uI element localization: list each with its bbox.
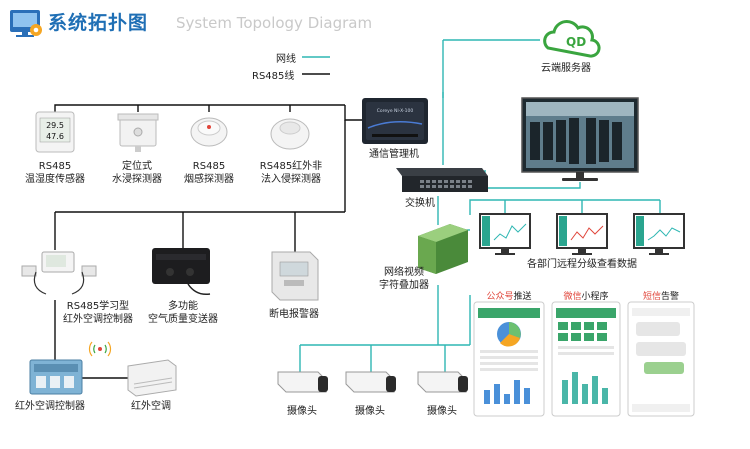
- camera-3-label: 摄像头: [427, 406, 457, 417]
- comm-manager-device-text: Coreye NI-X-100: [377, 108, 414, 114]
- ir-intrusion-detector: [270, 118, 310, 150]
- legend-network-label: 网线: [276, 54, 296, 65]
- water-leak-label: 定位式 水浸探测器: [104, 160, 170, 186]
- wireless-signal-icon: [88, 341, 112, 357]
- page-title: 系统拓扑图: [48, 12, 149, 34]
- network-switch-device: [396, 168, 488, 192]
- ac-learner-line1: RS485学习型: [66, 301, 130, 312]
- smoke-detector-line1: RS485: [192, 161, 226, 172]
- smoke-detector: [190, 117, 228, 147]
- water-leak-line1: 定位式: [122, 161, 152, 172]
- cloud-server-label: 云端服务器: [541, 63, 591, 74]
- ac-learner-line2: 红外空调控制器: [63, 314, 133, 325]
- rs485-lines: [54, 104, 365, 379]
- legend-rs485-label: RS485线: [252, 71, 295, 82]
- power-failure-alarm: [271, 251, 319, 301]
- remote-monitor-2: [556, 213, 608, 255]
- remote-monitor-3: [633, 213, 685, 255]
- video-overlay-line2: 字符叠加器: [379, 280, 429, 291]
- ir-ac-learner-device: [21, 251, 97, 295]
- camera-1-label: 摄像头: [287, 406, 317, 417]
- remote-view-label: 各部门远程分级查看数据: [527, 259, 637, 270]
- water-leak-line2: 水浸探测器: [112, 174, 162, 185]
- cloud-icon: QD: [543, 20, 601, 58]
- camera-2-icon: [345, 371, 396, 393]
- air-quality-line1: 多功能: [168, 301, 198, 312]
- legend: [302, 56, 330, 75]
- ir-intrusion-line1: RS485红外非: [259, 161, 323, 172]
- video-overlay-line1: 网络视频: [384, 267, 424, 278]
- camera-2-label: 摄像头: [355, 406, 385, 417]
- temp-humidity-line1: RS485: [38, 161, 72, 172]
- switch-label: 交换机: [405, 198, 435, 209]
- camera-3-icon: [417, 371, 468, 393]
- cloud-logo-text: QD: [566, 35, 586, 49]
- phone-sms-screen: [627, 301, 695, 417]
- air-quality-transmitter: [152, 248, 211, 296]
- smoke-detector-line2: 烟感探测器: [184, 174, 234, 185]
- phone-miniapp-screen: [551, 301, 621, 417]
- temp-humidity-sensor: 29.5 47.6: [35, 111, 75, 153]
- ac-learner-label: RS485学习型 红外空调控制器: [58, 300, 138, 326]
- phone-wechat-screen: [473, 301, 545, 417]
- air-conditioner-unit: [127, 359, 177, 397]
- air-quality-line2: 空气质量变送器: [148, 314, 218, 325]
- ac-controller-device: [29, 359, 83, 395]
- monitor-gear-icon: [10, 10, 42, 37]
- comm-manager-device: Coreye NI-X-100: [362, 98, 428, 144]
- ir-intrusion-label: RS485红外非 法入侵探测器: [250, 160, 332, 186]
- comm-manager-label: 通信管理机: [369, 149, 419, 160]
- humidity-reading: 47.6: [46, 132, 64, 141]
- temp-reading: 29.5: [46, 121, 64, 130]
- water-leak-detector: [117, 113, 159, 152]
- datacenter-monitor: [521, 97, 639, 181]
- temp-humidity-line2: 温湿度传感器: [25, 174, 85, 185]
- push-sms-title: 短信告警: [643, 290, 679, 302]
- ac-unit-label: 红外空调: [131, 401, 171, 412]
- network-lines: [299, 39, 661, 372]
- push-miniapp-title: 微信小程序: [563, 290, 608, 302]
- ir-intrusion-line2: 法入侵探测器: [261, 174, 321, 185]
- smoke-detector-label: RS485 烟感探测器: [178, 160, 240, 186]
- page-subtitle: System Topology Diagram: [176, 14, 373, 32]
- remote-monitor-1: [479, 213, 531, 255]
- air-quality-label: 多功能 空气质量变送器: [142, 300, 224, 326]
- power-alarm-label: 断电报警器: [269, 309, 319, 320]
- temp-humidity-label: RS485 温湿度传感器: [22, 160, 88, 186]
- video-overlay-label: 网络视频 字符叠加器: [374, 266, 434, 292]
- video-overlay-device: [418, 224, 468, 274]
- camera-1-icon: [277, 371, 328, 393]
- ac-controller-label: 红外空调控制器: [15, 401, 85, 412]
- push-wechat-title: 公众号推送: [486, 290, 531, 302]
